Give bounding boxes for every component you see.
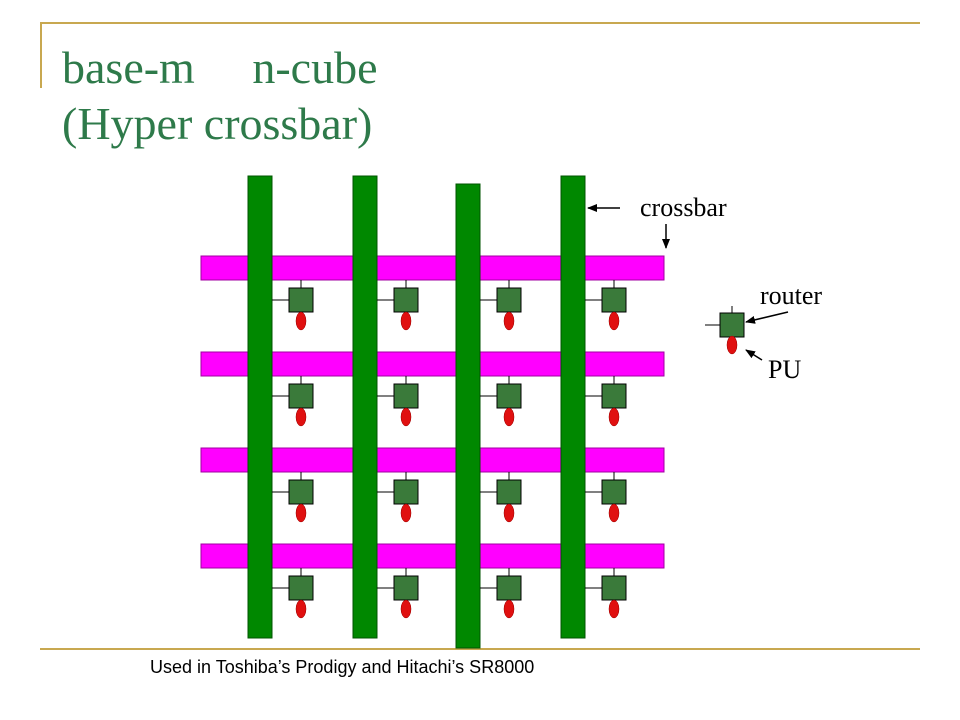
router-node bbox=[496, 479, 522, 505]
pu-node bbox=[400, 503, 412, 523]
pu-node bbox=[503, 311, 515, 331]
router-node bbox=[393, 479, 419, 505]
title-line-1: base-m n-cube bbox=[62, 42, 378, 93]
pu-node bbox=[608, 503, 620, 523]
vertical-crossbar bbox=[455, 183, 481, 649]
router-node bbox=[393, 383, 419, 409]
router-node bbox=[393, 575, 419, 601]
pu-node bbox=[295, 503, 307, 523]
crossbar-grid bbox=[200, 175, 665, 649]
legend-router-node bbox=[705, 306, 745, 355]
router-node bbox=[601, 479, 627, 505]
pu-node bbox=[503, 407, 515, 427]
footnote: Used in Toshiba’s Prodigy and Hitachi’s … bbox=[150, 657, 535, 677]
legend-router bbox=[719, 312, 745, 338]
router-label: router bbox=[760, 281, 822, 310]
pu-node bbox=[608, 407, 620, 427]
pu-node bbox=[503, 503, 515, 523]
router-node bbox=[496, 383, 522, 409]
slide-title: base-m n-cube (Hyper crossbar) bbox=[62, 40, 378, 152]
horizontal-crossbar bbox=[200, 351, 665, 377]
crossbar-label: crossbar bbox=[640, 193, 727, 222]
pu-arrow bbox=[745, 349, 763, 361]
horizontal-crossbar bbox=[200, 447, 665, 473]
vertical-crossbar bbox=[247, 175, 273, 639]
pu-label: PU bbox=[768, 355, 801, 384]
router-node bbox=[288, 575, 314, 601]
router-node bbox=[288, 479, 314, 505]
pu-node bbox=[400, 311, 412, 331]
legend-pu bbox=[726, 335, 738, 355]
router-node bbox=[601, 287, 627, 313]
top-accent-line bbox=[40, 22, 920, 24]
router-node bbox=[496, 287, 522, 313]
pu-node bbox=[400, 599, 412, 619]
router-node bbox=[601, 383, 627, 409]
router-arrow bbox=[745, 311, 789, 324]
horizontal-crossbar bbox=[200, 543, 665, 569]
pu-node bbox=[608, 311, 620, 331]
router-node bbox=[288, 287, 314, 313]
pu-node bbox=[400, 407, 412, 427]
router-node bbox=[601, 575, 627, 601]
pu-node bbox=[503, 599, 515, 619]
router-node bbox=[496, 575, 522, 601]
horizontal-crossbar bbox=[200, 255, 665, 281]
pu-node bbox=[608, 599, 620, 619]
title-line-2: (Hyper crossbar) bbox=[62, 98, 373, 149]
pu-node bbox=[295, 599, 307, 619]
left-accent-line bbox=[40, 22, 42, 88]
vertical-crossbar bbox=[352, 175, 378, 639]
router-node bbox=[288, 383, 314, 409]
bottom-accent-line bbox=[40, 648, 920, 650]
pu-node bbox=[295, 311, 307, 331]
vertical-crossbar bbox=[560, 175, 586, 639]
pu-node bbox=[295, 407, 307, 427]
router-node bbox=[393, 287, 419, 313]
